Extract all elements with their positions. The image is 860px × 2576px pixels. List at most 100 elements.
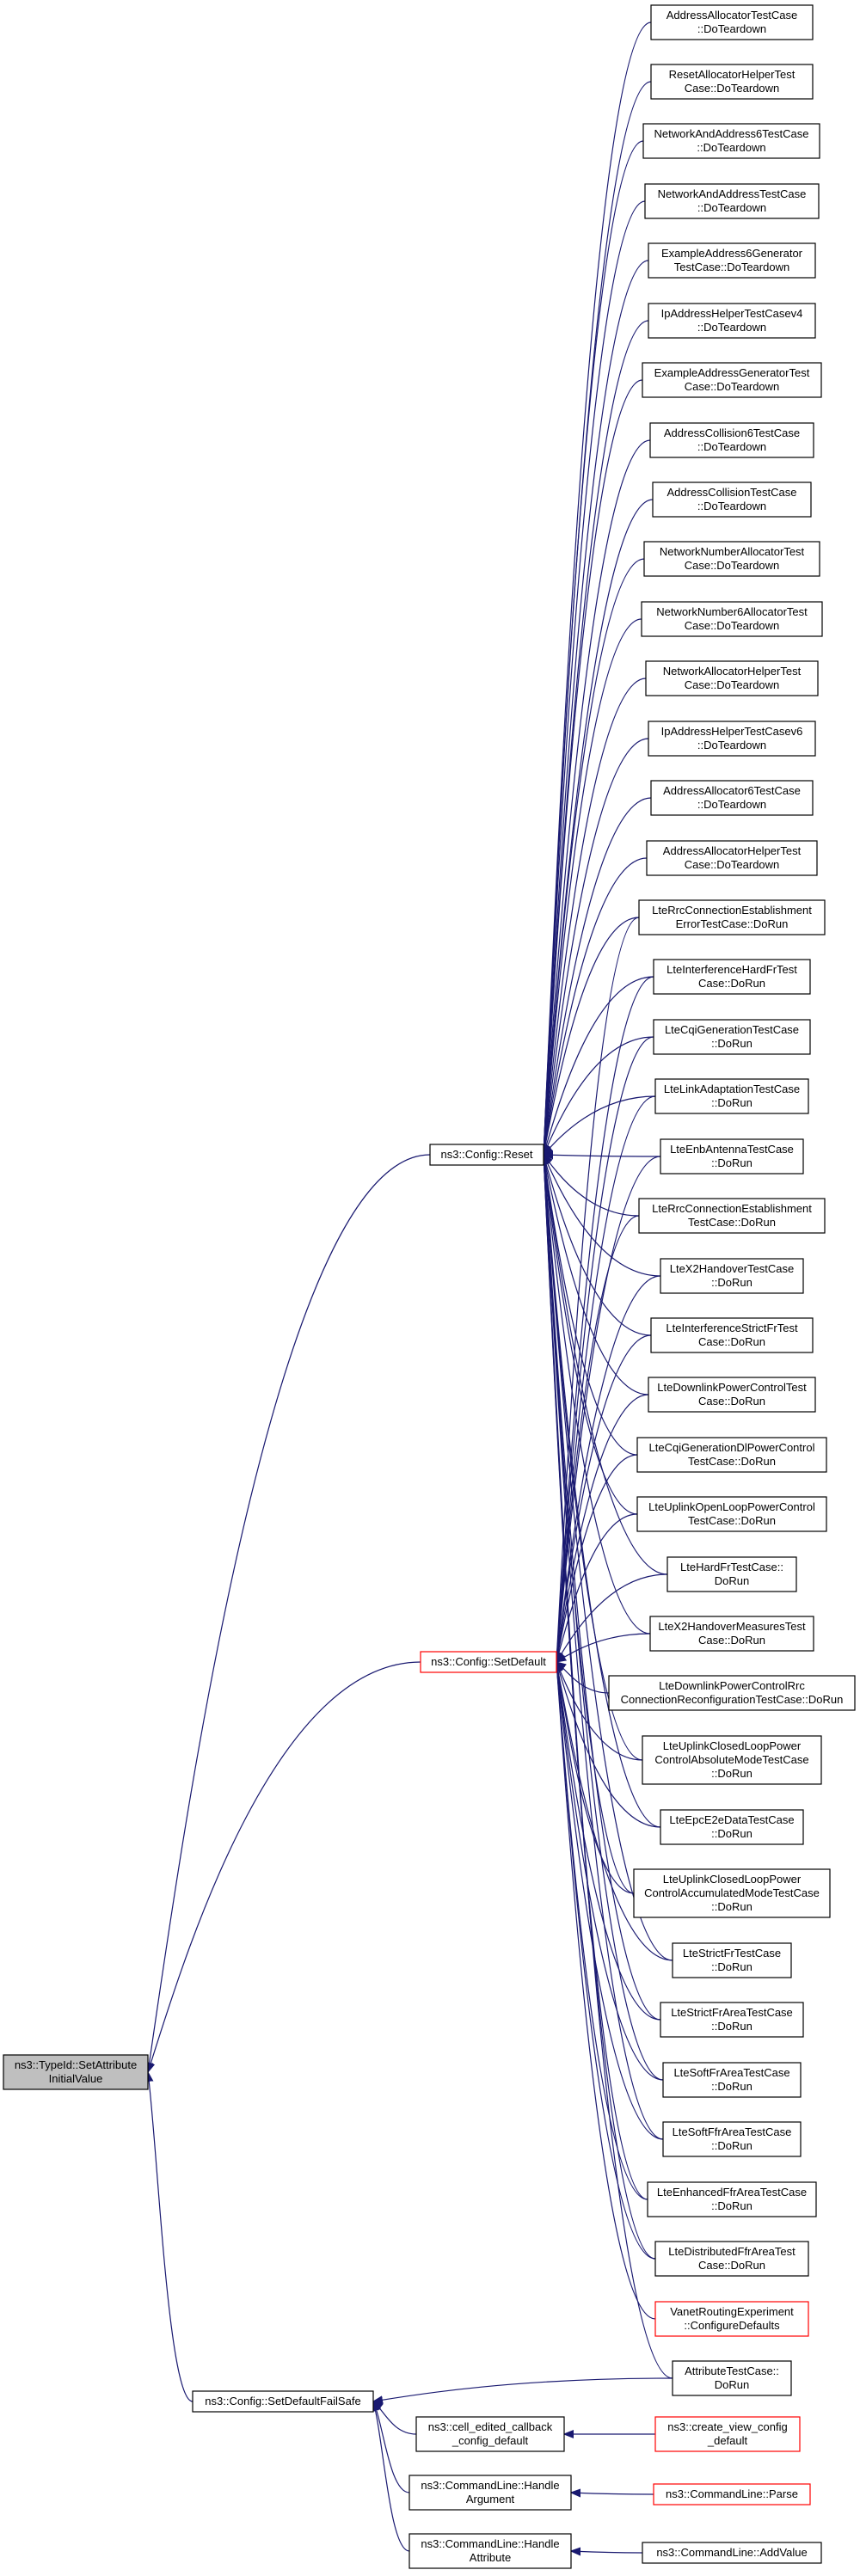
graph-node-n15[interactable]: AddressAllocatorHelperTestCase::DoTeardo… — [646, 840, 818, 876]
node-label-line: NetworkAndAddress6TestCase — [654, 127, 809, 140]
graph-node-cell[interactable]: ns3::cell_edited_callback_config_default — [415, 2416, 565, 2452]
graph-node-parse[interactable]: ns3::CommandLine::Parse — [653, 2483, 811, 2505]
graph-node-n25[interactable]: LteCqiGenerationDlPowerControlTestCase::… — [636, 1437, 827, 1473]
node-box — [642, 123, 820, 159]
node-label-line: ::DoTeardown — [697, 798, 766, 811]
graph-node-n33[interactable]: LteStrictFrTestCase::DoRun — [672, 1942, 792, 1978]
edge-n36-to-setdefault — [556, 1662, 664, 2140]
edge-n28-to-setdefault — [556, 1633, 651, 1662]
graph-node-n7[interactable]: ExampleAddressGeneratorTestCase::DoTeard… — [642, 362, 822, 398]
edge-n25-to-reset — [544, 1155, 638, 1456]
graph-node-n5[interactable]: ExampleAddress6GeneratorTestCase::DoTear… — [648, 242, 816, 279]
graph-node-n39[interactable]: VanetRoutingExperiment::ConfigureDefault… — [654, 2301, 809, 2337]
node-box — [654, 1078, 809, 1114]
node-label-line: Argument — [466, 2493, 515, 2505]
graph-node-n31[interactable]: LteEpcE2eDataTestCase::DoRun — [660, 1809, 804, 1845]
node-label-line: ::DoTeardown — [697, 500, 766, 512]
node-label-line: ExampleAddress6Generator — [661, 247, 803, 260]
node-box — [650, 64, 814, 100]
node-label-line: ns3::CommandLine::AddValue — [656, 2546, 807, 2559]
graph-node-n20[interactable]: LteEnbAntennaTestCase::DoRun — [660, 1138, 804, 1175]
node-box — [649, 1616, 814, 1652]
graph-node-n1[interactable]: AddressAllocatorTestCase::DoTeardown — [650, 4, 814, 40]
graph-node-n34[interactable]: LteStrictFrAreaTestCase::DoRun — [660, 2002, 804, 2038]
graph-node-n26[interactable]: LteUplinkOpenLoopPowerControlTestCase::D… — [636, 1496, 827, 1532]
graph-node-n19[interactable]: LteLinkAdaptationTestCase::DoRun — [654, 1078, 809, 1114]
node-label-line: ::DoRun — [711, 1960, 752, 1973]
graph-node-setdefault[interactable]: ns3::Config::SetDefault — [420, 1651, 557, 1673]
edge-n8-to-reset — [544, 439, 651, 1155]
graph-node-n32[interactable]: LteUplinkClosedLoopPowerControlAccumulat… — [633, 1868, 831, 1918]
graph-node-n30[interactable]: LteUplinkClosedLoopPowerControlAbsoluteM… — [642, 1735, 822, 1785]
edge-n17-to-setdefault — [556, 976, 654, 1662]
node-box — [654, 2301, 809, 2337]
edge-n7-to-reset — [544, 379, 643, 1155]
edge-n25-to-setdefault — [556, 1454, 638, 1662]
graph-node-n14[interactable]: AddressAllocator6TestCase::DoTeardown — [650, 780, 814, 816]
graph-node-n6[interactable]: IpAddressHelperTestCasev4::DoTeardown — [648, 303, 816, 339]
edge-n4-to-reset — [544, 200, 646, 1155]
graph-node-n13[interactable]: IpAddressHelperTestCasev6::DoTeardown — [648, 721, 816, 757]
node-label-line: ::DoTeardown — [697, 739, 766, 751]
edge-n11-to-reset — [544, 618, 642, 1155]
node-label-line: ns3::Config::SetDefaultFailSafe — [205, 2395, 360, 2407]
graph-node-n22[interactable]: LteX2HandoverTestCase::DoRun — [660, 1258, 804, 1294]
graph-node-n36[interactable]: LteSoftFfrAreaTestCase::DoRun — [662, 2121, 802, 2157]
edge-n19-to-setdefault — [556, 1095, 656, 1662]
node-label-line: LteX2HandoverTestCase — [670, 1262, 795, 1275]
graph-node-n12[interactable]: NetworkAllocatorHelperTestCase::DoTeardo… — [645, 660, 819, 696]
graph-node-n16[interactable]: LteRrcConnectionEstablishmentErrorTestCa… — [638, 899, 826, 935]
node-label-line: ns3::cell_edited_callback — [428, 2420, 553, 2433]
node-label-line: ::ConfigureDefaults — [684, 2319, 780, 2332]
graph-node-n40[interactable]: AttributeTestCase::DoRun — [672, 2360, 792, 2396]
graph-node-createview[interactable]: ns3::create_view_config_default — [654, 2416, 801, 2452]
node-box — [654, 2416, 801, 2452]
node-label-line: ExampleAddressGeneratorTest — [654, 366, 810, 379]
node-label-line: IpAddressHelperTestCasev4 — [661, 307, 803, 320]
edge-n22-to-reset — [544, 1155, 661, 1277]
graph-node-addvalue[interactable]: ns3::CommandLine::AddValue — [642, 2542, 822, 2564]
node-label-line: LteEnhancedFfrAreaTestCase — [657, 2186, 807, 2199]
node-label-line: LteUplinkOpenLoopPowerControl — [648, 1500, 815, 1513]
graph-node-n21[interactable]: LteRrcConnectionEstablishmentTestCase::D… — [638, 1198, 826, 1234]
graph-node-n37[interactable]: LteEnhancedFfrAreaTestCase::DoRun — [647, 2181, 817, 2217]
graph-node-n11[interactable]: NetworkNumber6AllocatorTestCase::DoTeard… — [641, 601, 823, 637]
node-box — [642, 1735, 822, 1785]
node-label-line: ::DoRun — [711, 1156, 752, 1169]
node-box — [648, 721, 816, 757]
graph-node-n10[interactable]: NetworkNumberAllocatorTestCase::DoTeardo… — [643, 541, 820, 577]
node-label-line: LteUplinkClosedLoopPower — [663, 1873, 802, 1886]
edge-n15-to-reset — [544, 857, 648, 1155]
graph-node-n29[interactable]: LteDownlinkPowerControlRrcConnectionReco… — [608, 1675, 856, 1711]
node-label-line: ::DoTeardown — [697, 201, 766, 214]
graph-node-reset[interactable]: ns3::Config::Reset — [429, 1144, 544, 1166]
node-label-line: ns3::CommandLine::Handle — [421, 2537, 559, 2550]
graph-node-n9[interactable]: AddressCollisionTestCase::DoTeardown — [652, 481, 812, 518]
node-label-line: Case::DoTeardown — [685, 678, 780, 691]
edge-n3-to-reset — [544, 140, 644, 1155]
graph-node-n4[interactable]: NetworkAndAddressTestCase::DoTeardown — [644, 183, 820, 219]
node-label-line: LteEnbAntennaTestCase — [670, 1143, 794, 1156]
edge-n10-to-reset — [544, 558, 645, 1155]
graph-node-n3[interactable]: NetworkAndAddress6TestCase::DoTeardown — [642, 123, 820, 159]
node-label-line: ns3::TypeId::SetAttribute — [15, 2058, 137, 2071]
edge-n31-to-reset — [544, 1155, 661, 1828]
edge-n16-to-reset — [544, 917, 640, 1155]
graph-node-n27[interactable]: LteHardFrTestCase::DoRun — [666, 1556, 797, 1592]
graph-node-n8[interactable]: AddressCollision6TestCase::DoTeardown — [649, 422, 814, 458]
graph-node-failsafe[interactable]: ns3::Config::SetDefaultFailSafe — [192, 2390, 374, 2413]
node-label-line: LteCqiGenerationTestCase — [665, 1023, 799, 1036]
node-layer: ns3::TypeId::SetAttributeInitialValuens3… — [3, 4, 856, 2569]
graph-node-n18[interactable]: LteCqiGenerationTestCase::DoRun — [653, 1019, 811, 1055]
node-box — [666, 1556, 797, 1592]
graph-node-n35[interactable]: LteSoftFrAreaTestCase::DoRun — [662, 2062, 802, 2098]
